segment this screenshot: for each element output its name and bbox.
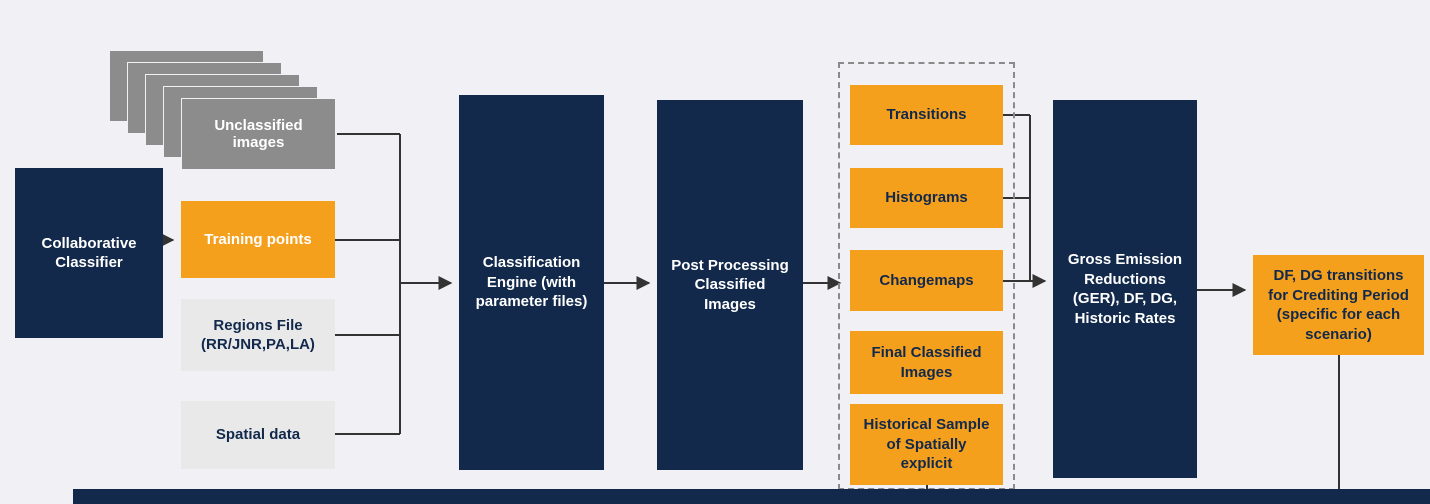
node-final-classified-images-label: Final Classified Images xyxy=(871,344,982,381)
node-histograms: Histograms xyxy=(850,168,1003,228)
bottom-connector-bar xyxy=(73,489,1430,504)
node-post-processing: Post Processing Classified Images xyxy=(657,100,803,470)
node-collaborative-classifier: Collaborative Classifier xyxy=(15,168,163,338)
node-spatial-data: Spatial data xyxy=(181,401,335,469)
node-spatial-data-label: Spatial data xyxy=(215,426,301,444)
node-unclassified-images: Unclassified images xyxy=(181,98,336,170)
node-classification-engine: Classification Engine (with parameter fi… xyxy=(459,95,604,470)
node-df-dg-transitions-label: DF, DG transitions for Crediting Period … xyxy=(1268,267,1409,343)
node-histograms-label: Histograms xyxy=(885,189,968,207)
node-regions-file-label: Regions File (RR/JNR,PA,LA) xyxy=(201,316,315,354)
node-transitions: Transitions xyxy=(850,85,1003,145)
node-final-classified-images: Final Classified Images xyxy=(850,331,1003,394)
node-changemaps-label: Changemaps xyxy=(879,271,974,289)
node-training-points-label: Training points xyxy=(204,230,312,248)
node-df-dg-transitions: DF, DG transitions for Crediting Period … xyxy=(1253,255,1424,355)
node-unclassified-images-label: Unclassified images xyxy=(214,117,303,151)
node-post-processing-label: Post Processing Classified Images xyxy=(671,256,789,313)
node-historical-sample-label: Historical Sample of Spatially explicit xyxy=(863,416,990,473)
node-transitions-label: Transitions xyxy=(886,106,967,124)
node-gross-emission-reductions-label: Gross Emission Reductions (GER), DF, DG,… xyxy=(1067,251,1183,327)
node-regions-file: Regions File (RR/JNR,PA,LA) xyxy=(181,299,335,371)
node-training-points: Training points xyxy=(181,201,335,278)
node-historical-sample: Historical Sample of Spatially explicit xyxy=(850,404,1003,485)
node-collaborative-classifier-label: Collaborative Classifier xyxy=(41,234,137,272)
node-gross-emission-reductions: Gross Emission Reductions (GER), DF, DG,… xyxy=(1053,100,1197,478)
node-classification-engine-label: Classification Engine (with parameter fi… xyxy=(475,254,588,311)
node-changemaps: Changemaps xyxy=(850,250,1003,311)
